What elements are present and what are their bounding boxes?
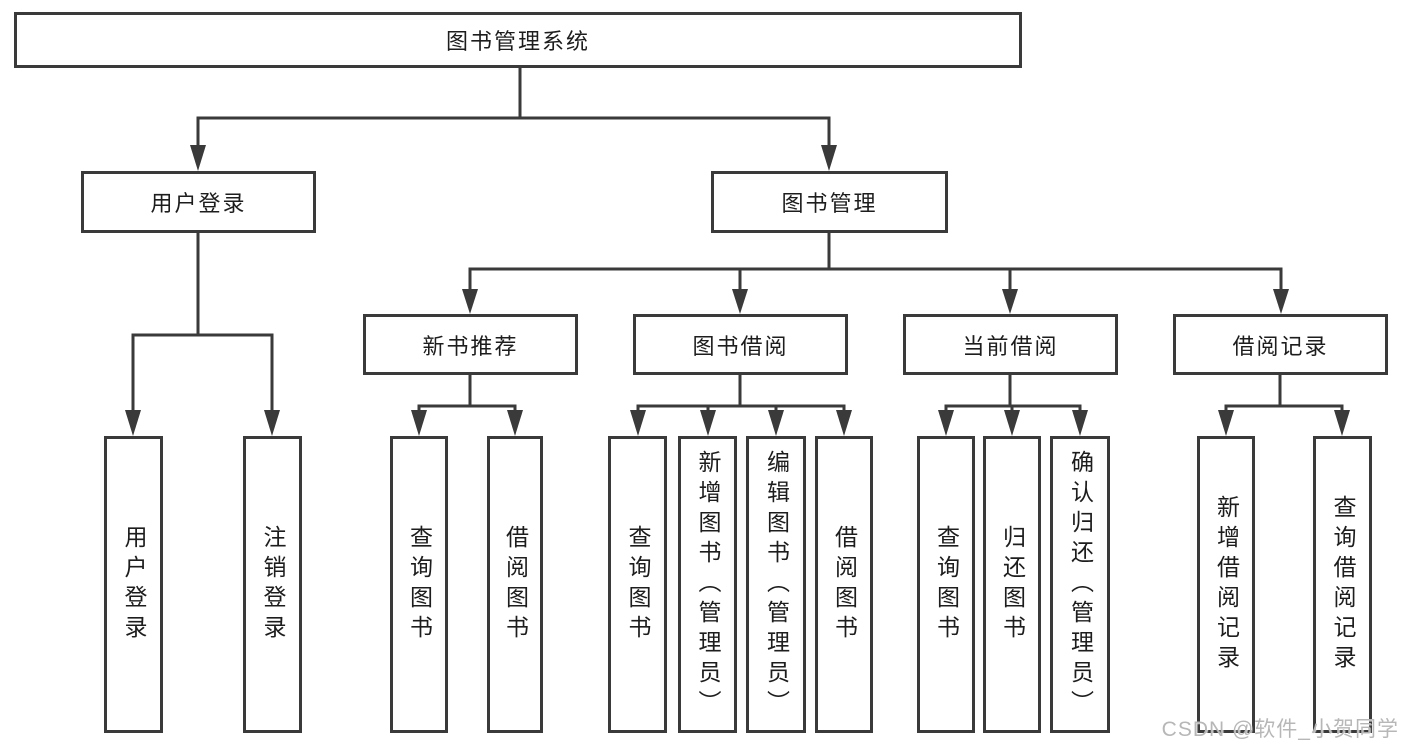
- leaf-records-query: 查询借阅记录: [1313, 436, 1372, 733]
- leaf-current-return: 归还图书: [983, 436, 1041, 733]
- connector-borrow-records: [1224, 375, 1344, 414]
- arrow-icon: [630, 410, 646, 436]
- leaf-records-add: 新增借阅记录: [1197, 436, 1255, 733]
- leaf-borrow-query: 查询图书: [608, 436, 667, 733]
- leaf-logout: 注销登录: [243, 436, 302, 733]
- arrow-icon: [190, 145, 206, 171]
- node-new-books: 新书推荐: [363, 314, 578, 375]
- watermark-text: CSDN @软件_小贺同学: [1161, 718, 1399, 741]
- arrow-icon: [1218, 410, 1234, 436]
- arrow-icon: [836, 410, 852, 436]
- connector-new-books: [417, 375, 517, 414]
- leaf-borrow-edit-admin: 编辑图书（管理员）: [746, 436, 806, 733]
- connector-user-login: [131, 233, 274, 414]
- node-root: 图书管理系统: [14, 12, 1022, 68]
- leaf-user-login: 用户登录: [104, 436, 163, 733]
- arrow-icon: [768, 410, 784, 436]
- arrow-icon: [938, 410, 954, 436]
- arrow-icon: [125, 410, 141, 436]
- leaf-newbooks-query: 查询图书: [390, 436, 448, 733]
- arrowheads: [125, 145, 1350, 436]
- leaf-newbooks-borrow: 借阅图书: [487, 436, 543, 733]
- connector-current-borrow: [944, 375, 1082, 414]
- arrow-icon: [821, 145, 837, 171]
- node-book-borrow: 图书借阅: [633, 314, 848, 375]
- arrow-icon: [1002, 289, 1018, 314]
- arrow-icon: [264, 410, 280, 436]
- node-current-borrow: 当前借阅: [903, 314, 1118, 375]
- node-borrow-records: 借阅记录: [1173, 314, 1388, 375]
- leaf-current-query: 查询图书: [917, 436, 975, 733]
- connector-root-to-branches: [196, 68, 831, 150]
- arrow-icon: [1334, 410, 1350, 436]
- arrow-icon: [1072, 410, 1088, 436]
- arrow-icon: [507, 410, 523, 436]
- node-user-login-branch: 用户登录: [81, 171, 316, 233]
- arrow-icon: [732, 289, 748, 314]
- node-book-mgmt-branch: 图书管理: [711, 171, 948, 233]
- connector-book-mgmt: [468, 233, 1283, 292]
- arrow-icon: [411, 410, 427, 436]
- leaf-borrow-borrow: 借阅图书: [815, 436, 873, 733]
- arrow-icon: [1273, 289, 1289, 314]
- arrow-icon: [1004, 410, 1020, 436]
- arrow-icon: [700, 410, 716, 436]
- leaf-borrow-add-admin: 新增图书（管理员）: [678, 436, 737, 733]
- leaf-current-confirm-admin: 确认归还（管理员）: [1050, 436, 1110, 733]
- connector-book-borrow: [636, 375, 846, 414]
- arrow-icon: [462, 289, 478, 314]
